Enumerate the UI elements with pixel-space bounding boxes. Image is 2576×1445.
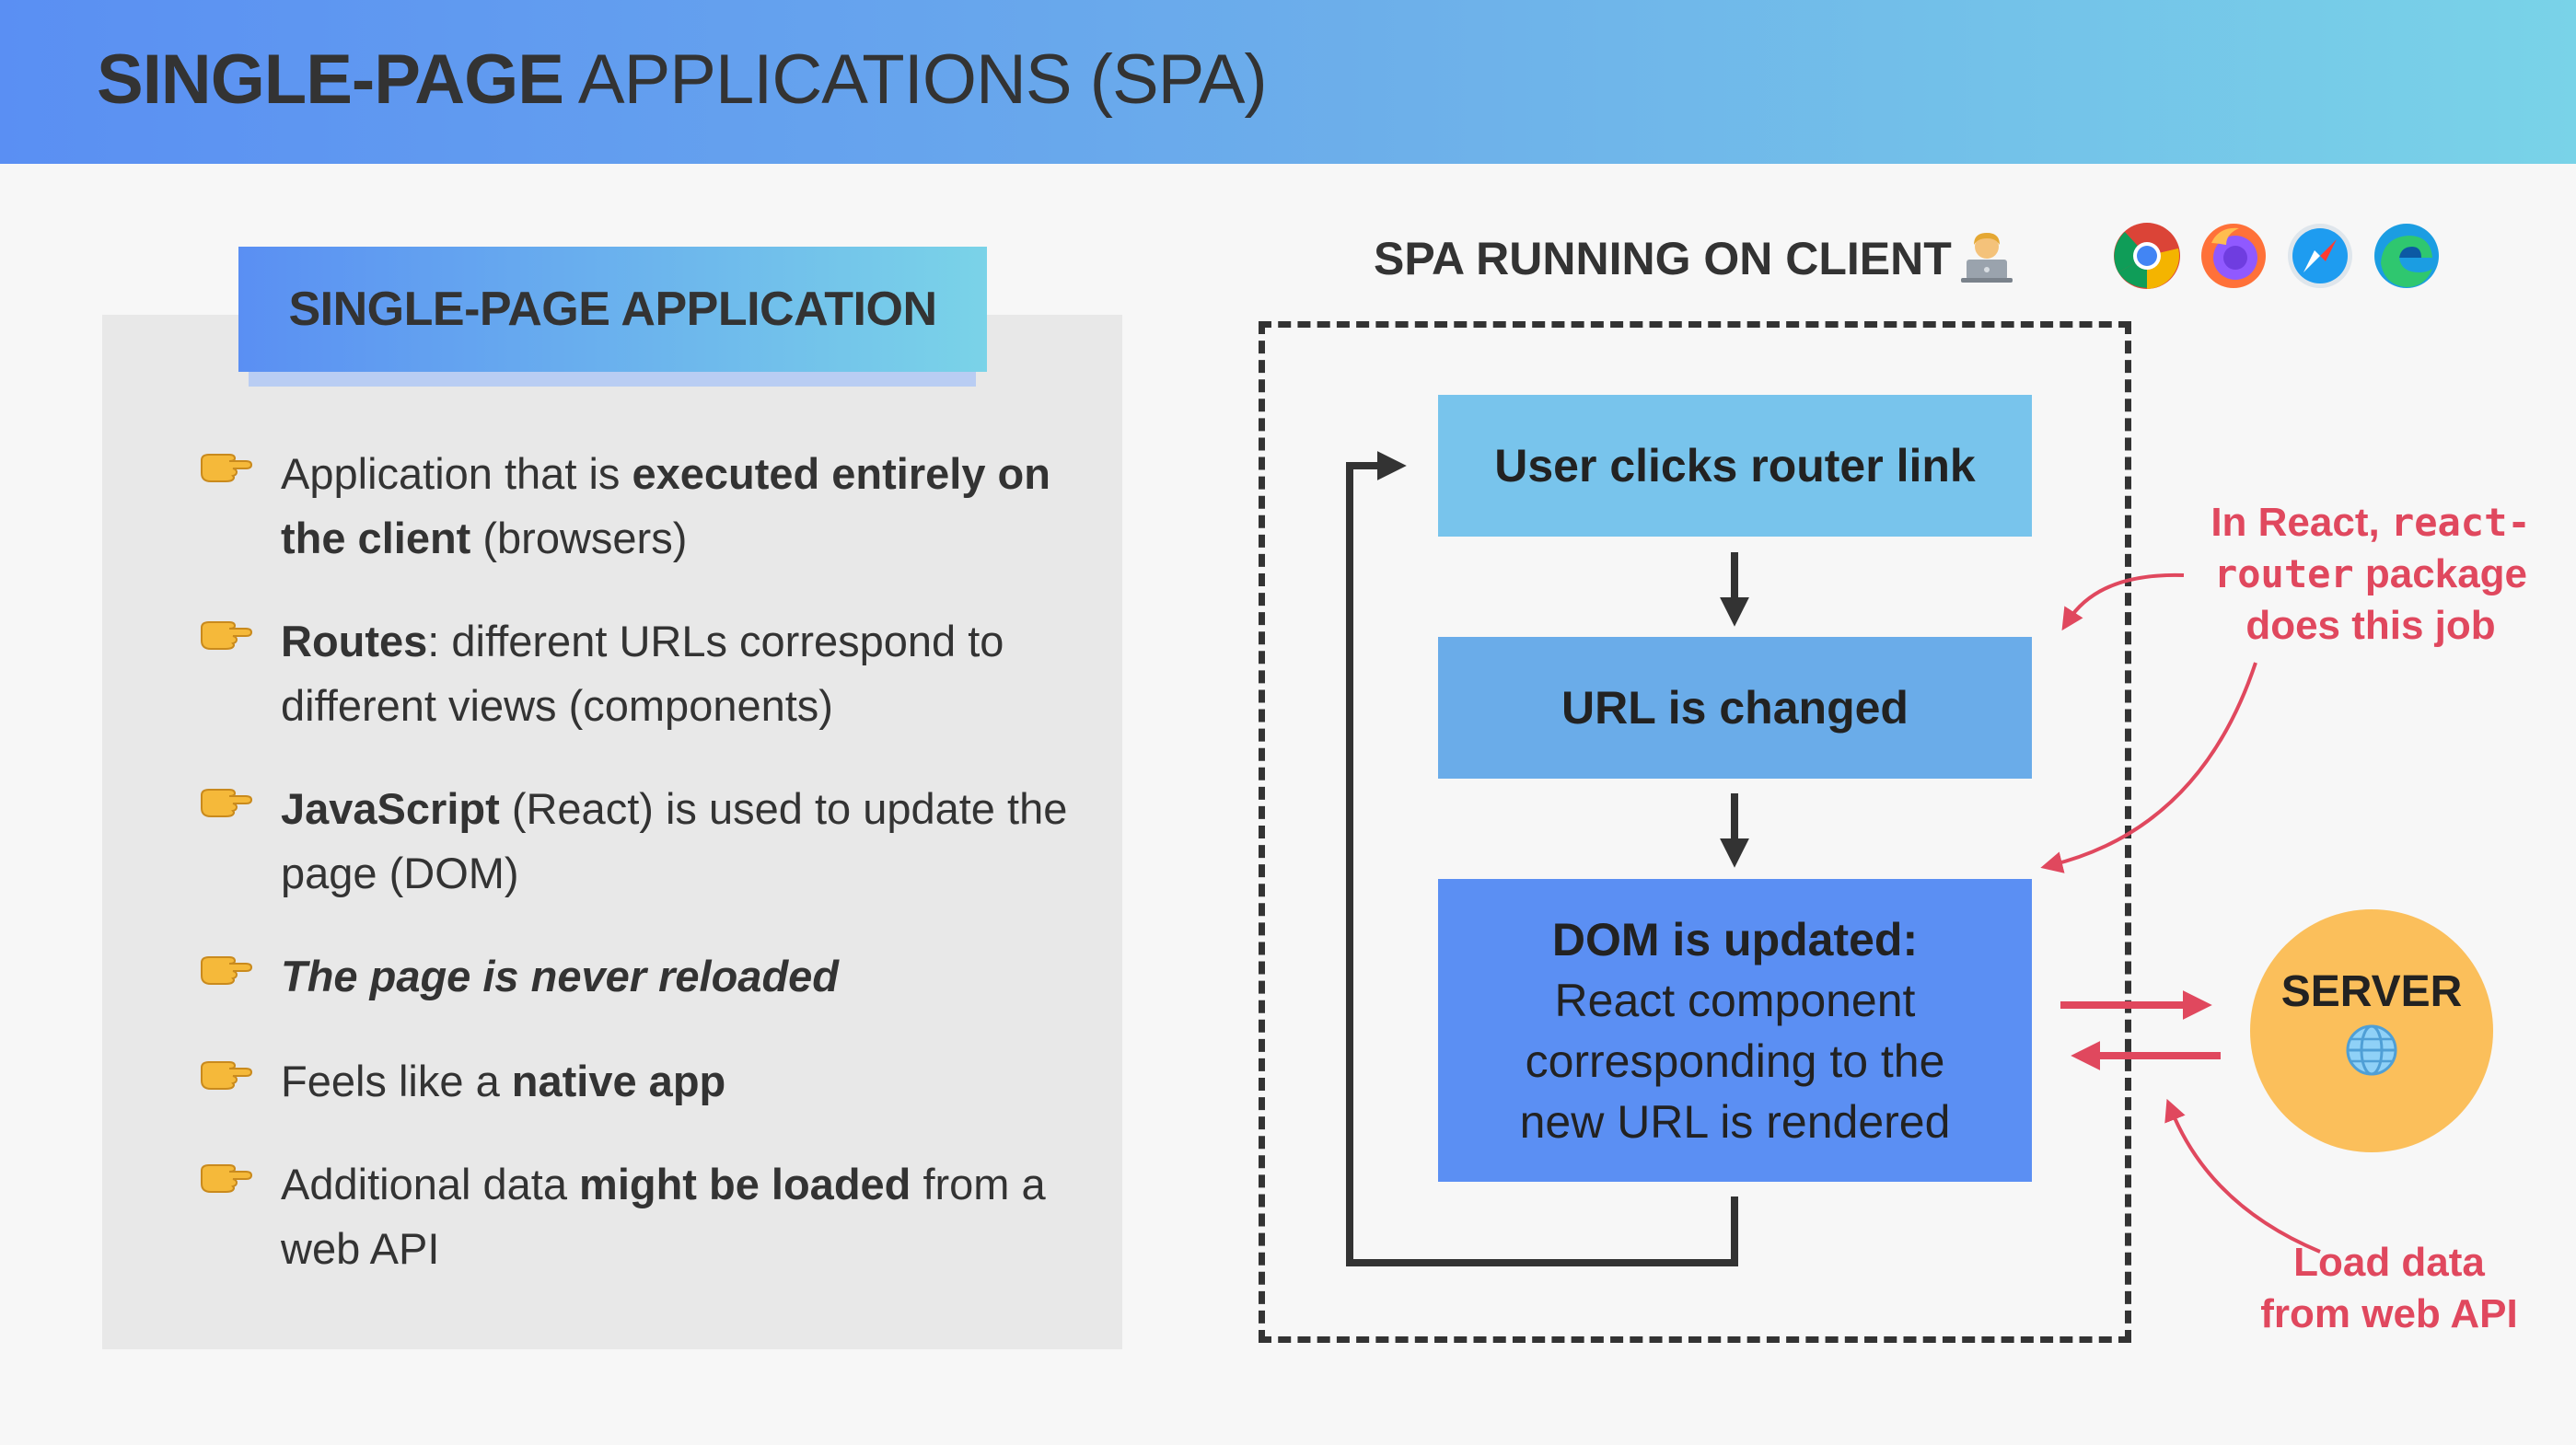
bullet-text: Routes: different URLs correspond to dif… [281, 609, 1109, 738]
bullet-text-bold-italic: The page is never reloaded [281, 952, 839, 1000]
pointing-hand-icon [201, 956, 253, 985]
curve-router-to-step2 [2061, 572, 2185, 631]
bullet-text: The page is never reloaded [281, 944, 1109, 1009]
load-data-line2: from web API [2260, 1291, 2518, 1336]
bullet-text: JavaScript (React) is used to update the… [281, 777, 1109, 906]
router-note-text: package [2353, 551, 2528, 596]
bullet-text-bold: Routes [281, 617, 428, 665]
curve-load-to-server [2164, 1098, 2321, 1254]
server-label: SERVER [2280, 966, 2463, 1016]
server-node: SERVER [2250, 909, 2493, 1152]
bullet-text-part: Feels like a [281, 1057, 512, 1105]
bullet-text-part: (React) is used to update the page (DOM) [281, 784, 1068, 897]
bullet-text-bold: might be loaded [579, 1160, 911, 1208]
edge-icon [2374, 224, 2439, 288]
step-dom-updated-body: React component corresponding to the new… [1519, 974, 1951, 1148]
router-note-line1: In React, react- [2191, 497, 2550, 549]
bullet-text: Additional data might be loaded from a w… [281, 1152, 1109, 1281]
pointing-hand-icon [201, 789, 253, 817]
safari-icon [2288, 224, 2352, 288]
arrow-loop-back [1346, 451, 1738, 1266]
page-title: SINGLE-PAGE APPLICATIONS (SPA) [97, 39, 1268, 121]
page-title-rest: APPLICATIONS (SPA) [563, 40, 1268, 119]
router-note-code: react- [2390, 500, 2531, 545]
firefox-icon [2201, 224, 2266, 288]
bullet-text-part: from a web API [281, 1160, 1046, 1273]
globe-icon [2346, 1024, 2397, 1075]
step-user-clicks-link: User clicks router link [1438, 395, 2032, 537]
step-dom-updated: DOM is updated: React component correspo… [1438, 879, 2032, 1182]
bullet-text-bold: JavaScript [281, 784, 500, 833]
definition-panel [102, 315, 1122, 1349]
bullet-text-part: : different URLs correspond to different… [281, 617, 1004, 730]
router-note-line3: does this job [2245, 603, 2496, 648]
router-note: In React, react- router package does thi… [2191, 497, 2550, 652]
load-data-note: Load data from web API [2237, 1237, 2541, 1340]
bullet-text: Feels like a native app [281, 1049, 1109, 1114]
router-note-text: In React, [2210, 500, 2391, 545]
bullet-text: Application that is executed entirely on… [281, 442, 1109, 571]
bullet-text-part: Additional data [281, 1160, 580, 1208]
bullet-text-part: Application that is [281, 449, 632, 498]
bullet-text-part: (browsers) [470, 514, 688, 562]
curve-router-to-step3 [2040, 662, 2257, 873]
pointing-hand-icon [201, 1164, 253, 1193]
developer-laptop-icon [1961, 233, 2013, 283]
router-note-line2: router package [2191, 549, 2550, 600]
chrome-icon [2114, 223, 2180, 289]
bullet-text-bold: native app [511, 1057, 726, 1105]
step-dom-updated-title: DOM is updated: [1551, 913, 1919, 965]
router-note-code: router [2213, 551, 2354, 596]
pointing-hand-icon [201, 1061, 253, 1090]
pointing-hand-icon [201, 621, 253, 650]
header-bar: SINGLE-PAGE APPLICATIONS (SPA) [0, 0, 2576, 164]
step-url-changed: URL is changed [1438, 637, 2032, 779]
bullet-text-bold: executed entirely on the client [281, 449, 1050, 562]
client-title: SPA RUNNING ON CLIENT [1374, 233, 1952, 284]
definition-badge: SINGLE-PAGE APPLICATION [238, 247, 987, 372]
pointing-hand-icon [201, 454, 253, 482]
page-title-bold: SINGLE-PAGE [97, 40, 564, 119]
load-data-line1: Load data [2293, 1240, 2485, 1285]
